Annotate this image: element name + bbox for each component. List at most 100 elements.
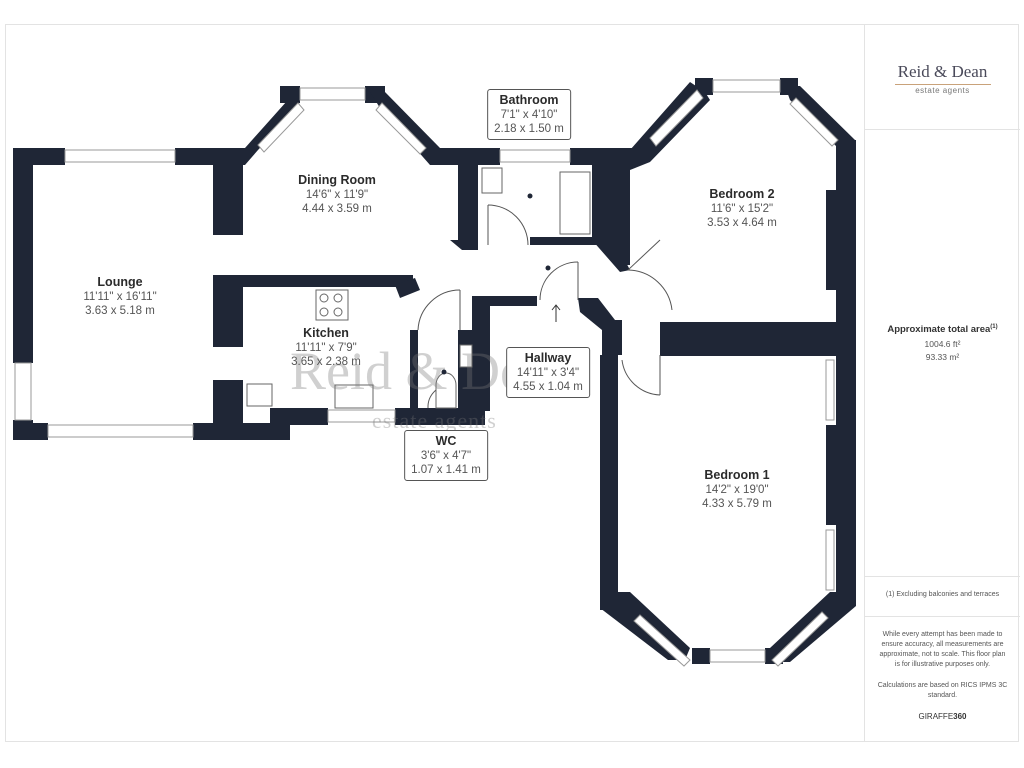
room-imperial: 14'6" x 11'9" [305,189,369,201]
room-label-dining-room: Dining Room 14'6" x 11'9" 4.44 x 3.59 m [298,173,376,216]
bed1-bay-bottom-left [692,648,710,664]
bath-window [499,149,571,163]
dining-window-right [375,102,427,155]
bed1-window-bottom [709,649,766,663]
bed2-side-window [825,359,835,421]
bed1-window-right [771,611,829,667]
room-metric: 2.18 x 1.50 m [494,123,564,135]
bed1-right-wall [836,356,856,606]
bed2-right-wall [836,140,856,330]
lounge-window-left [14,362,32,421]
area-title: Approximate total area(1) [887,324,998,336]
logo-secondary: estate agents [915,86,970,95]
hall-door-arc [539,261,579,301]
calculations-note: Calculations are based on RICS IPMS 3C s… [877,682,1008,699]
kitchen-bottom-wall-right [395,408,485,425]
bath-left-wall [458,165,478,240]
disclaimer-note: While every attempt has been made to ens… [879,631,1006,668]
brand-logo: Reid & Dean estate agents [865,62,1020,95]
sidebar-divider-top [865,129,1020,130]
room-imperial: 11'11" x 7'9" [295,342,357,354]
room-metric: 1.07 x 1.41 m [411,464,481,476]
room-metric: 4.55 x 1.04 m [513,381,583,393]
room-imperial: 11'6" x 15'2" [710,203,774,215]
room-name: Bedroom 1 [704,468,770,482]
dining-window-left [257,102,305,153]
room-label-kitchen: Kitchen 11'11" x 7'9" 3.65 x 2.38 m [291,326,361,369]
bed2-door-arc [627,269,673,311]
kitchen-top-wall [243,275,413,287]
room-imperial: 14'2" x 19'0" [705,484,769,496]
room-name: Kitchen [303,326,349,340]
room-name: Lounge [97,275,143,289]
logo-primary: Reid & Dean [897,62,988,81]
bath-right-wall [592,165,614,245]
hall-top-wall [472,296,537,306]
bath-basin [481,167,503,194]
room-metric: 3.65 x 2.38 m [291,356,361,368]
bed1-window-left [633,614,691,667]
bed2-window-right [789,97,839,147]
room-label-bedroom-1: Bedroom 1 14'2" x 19'0" 4.33 x 5.79 m [702,468,772,511]
hall-left-wall [472,296,490,411]
lounge-wall-bottom-left [13,423,48,440]
room-name: Bathroom [499,93,559,107]
room-metric: 3.53 x 4.64 m [707,217,777,229]
room-imperial: 3'6" x 4'7" [420,450,472,462]
top-wall-bath-left [430,148,500,165]
room-metric: 4.33 x 5.79 m [702,498,772,510]
bed2-left-wall [614,165,630,265]
lounge-window-top [64,149,176,163]
room-imperial: 11'11" x 16'11" [83,291,157,303]
hob [315,289,349,321]
excluding-note: (1) Excluding balconies and terraces [885,591,1000,598]
giraffe-logo: GIRAFFE360 [918,712,967,721]
bed-divider-wall [660,322,856,356]
kitchen-sink [334,384,374,409]
room-label-lounge: Lounge 11'11" x 16'11" 3.63 x 5.18 m [83,275,156,318]
lounge-wall-bottom-right [193,423,290,440]
wc-toilet [435,372,457,409]
bath-bottom-wall [530,237,600,245]
dining-window-top [299,87,366,101]
dining-bay-top-left [280,86,300,103]
bath-wall-diag [450,240,478,250]
bed2-window-left [649,89,704,147]
logo-divider [894,84,991,85]
area-sqm: 93.33 m² [925,352,960,363]
room-imperial: 7'1" x 4'10" [500,109,558,121]
dining-bay-left [230,92,300,165]
bed2-window-top [712,79,781,93]
room-name: WC [435,434,457,448]
kitchen-appliance [246,383,273,407]
lounge-wall-top-right [175,148,245,165]
watermark-subtitle: estate agents [372,408,497,433]
lounge-wall-left-top [13,148,33,363]
info-sidebar: Reid & Dean estate agents Approximate to… [864,24,1020,742]
hall-right-step [578,298,622,355]
kitchen-door-arc [417,289,461,331]
bath-door-arc [487,204,529,246]
room-name: Bedroom 2 [709,187,775,201]
lounge-window-bottom [47,424,194,438]
room-label-bathroom: Bathroom 7'1" x 4'10" 2.18 x 1.50 m [487,89,571,140]
sidebar-divider-low [865,616,1020,617]
bath-tub [559,171,591,235]
wc-basin [459,344,473,368]
room-label-hallway: Hallway 14'11" x 3'4" 4.55 x 1.04 m [506,347,590,398]
bed1-left-wall [600,355,618,610]
bed1-door-arc [621,359,661,396]
area-block: Approximate total area(1) 1004.6 ft² 93.… [865,324,1020,362]
bed2-bay-top-left [695,78,713,95]
lounge-wall-inner-top [213,165,243,235]
room-label-wc: WC 3'6" x 4'7" 1.07 x 1.41 m [404,430,488,481]
room-name: Dining Room [298,173,376,187]
room-label-bedroom-2: Bedroom 2 11'6" x 15'2" 3.53 x 4.64 m [707,187,777,230]
bed2-right-inner [826,190,836,290]
bed1-right-inner [826,425,836,525]
lounge-wall-inner-mid [213,275,243,347]
kitchen-window [327,409,396,423]
room-name: Hallway [524,351,572,365]
bed1-side-window [825,529,835,591]
